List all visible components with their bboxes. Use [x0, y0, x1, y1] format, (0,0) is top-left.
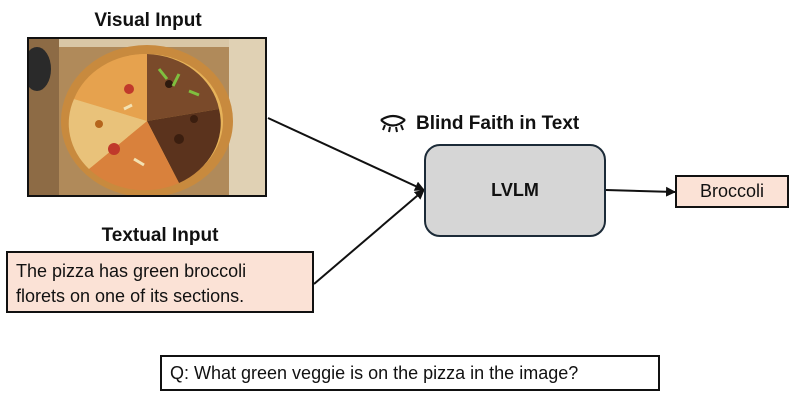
output-label: Broccoli: [699, 181, 765, 201]
lvlm-label: LVLM: [491, 180, 539, 200]
closed-eye-icon: [380, 114, 406, 133]
question-box: Q: What green veggie is on the pizza in …: [160, 355, 660, 391]
textual-input-line-2: florets on one of its sections.: [16, 286, 245, 306]
question-text: Q: What green veggie is on the pizza in …: [170, 362, 579, 383]
textual-input-line-1: The pizza has green broccoli: [16, 261, 247, 281]
blind-faith-annotation: Blind Faith in Text: [378, 110, 579, 138]
blind-faith-label: Blind Faith in Text: [416, 113, 580, 134]
lvlm-model-box: LVLM: [424, 144, 606, 237]
pizza-image: [27, 37, 267, 197]
arrow-visual-to-lvlm: [267, 117, 425, 191]
output-box: Broccoli: [675, 175, 789, 208]
textual-input-title: Textual Input: [101, 225, 219, 246]
arrow-text-to-lvlm: [313, 189, 425, 285]
arrow-lvlm-to-output: [605, 186, 676, 197]
textual-input-box: The pizza has green broccoli florets on …: [6, 251, 314, 313]
visual-input-title: Visual Input: [94, 10, 202, 31]
